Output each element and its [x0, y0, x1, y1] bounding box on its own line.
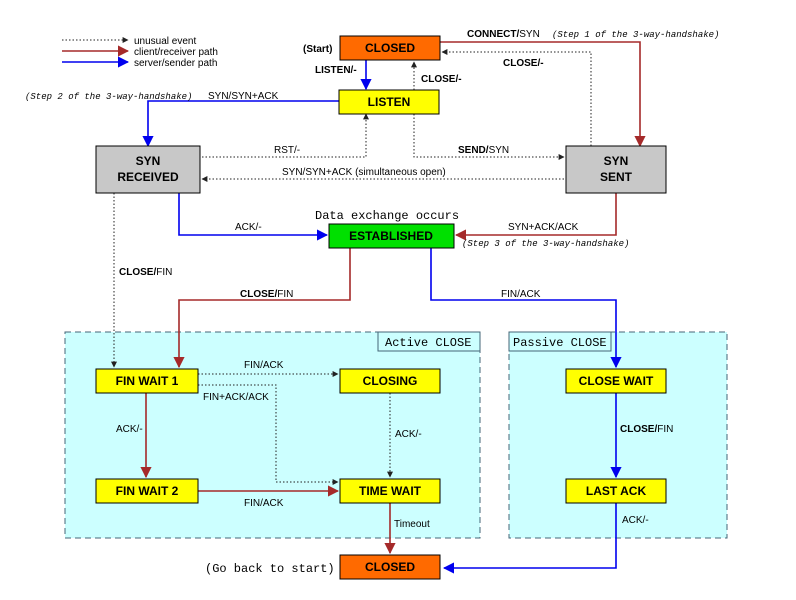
label-step3: (Step 3 of the 3-way-handshake) — [462, 239, 629, 249]
label-ack-lastack: ACK/- — [622, 515, 649, 526]
passive-close-label-box — [508, 331, 612, 352]
state-closing-label: CLOSING — [363, 374, 418, 388]
arrow-synrcvd-to-established — [178, 193, 329, 241]
state-last-ack-label: LAST ACK — [586, 484, 647, 498]
state-closed-top-label: CLOSED — [365, 41, 415, 55]
state-closed-bottom — [339, 554, 441, 580]
state-fin-wait-2 — [95, 478, 199, 504]
label-rst: RST/- — [274, 145, 300, 156]
state-established-label: ESTABLISHED — [349, 229, 433, 243]
label-ack-finwait2: ACK/- — [116, 424, 143, 435]
label-close-listen: CLOSE/- — [421, 74, 462, 85]
label-fin-ack-closing: FIN/ACK — [244, 360, 284, 371]
state-fin-wait-1-label: FIN WAIT 1 — [116, 374, 179, 388]
passive-close-label: Passive CLOSE — [513, 336, 607, 350]
active-close-label: Active CLOSE — [385, 336, 471, 350]
label-connect: CONNECT/SYN — [467, 29, 540, 40]
label-listen-event: LISTEN/- — [315, 65, 357, 76]
legend-server-text: server/sender path — [134, 58, 217, 69]
state-time-wait — [339, 478, 441, 504]
state-listen — [338, 89, 440, 115]
arrow-listen-to-synsent — [413, 114, 565, 160]
label-ack-established: ACK/- — [235, 222, 262, 233]
state-listen-label: LISTEN — [368, 95, 411, 109]
state-time-wait-label: TIME WAIT — [359, 484, 422, 498]
state-fin-wait-2-label: FIN WAIT 2 — [116, 484, 179, 498]
label-send: SEND/SYN — [458, 145, 509, 156]
state-close-wait — [565, 368, 667, 394]
label-synack-ack: SYN+ACK/ACK — [508, 222, 579, 233]
arrow-synsent-to-established — [454, 193, 617, 241]
label-close-fin-closewait: CLOSE/FIN — [620, 424, 673, 435]
state-syn-received — [95, 145, 201, 194]
state-fin-wait-1 — [95, 368, 199, 394]
arrow-finwait1-to-timewait — [198, 384, 339, 485]
label-go-back: (Go back to start) — [205, 562, 335, 576]
state-closed-top — [339, 35, 441, 61]
arrow-synsent-to-closed — [441, 49, 592, 146]
label-data-exchange: Data exchange occurs — [315, 209, 459, 223]
arrow-lastack-to-closed — [442, 503, 617, 574]
state-syn-received-label-2: RECEIVED — [117, 170, 179, 184]
label-fin-ack-finwait2: FIN/ACK — [244, 498, 284, 509]
active-close-label-box — [377, 331, 481, 352]
state-closing — [339, 368, 441, 394]
state-syn-sent-label-2: SENT — [600, 170, 633, 184]
state-syn-received-label-1: SYN — [136, 154, 161, 168]
active-close-zone — [64, 331, 481, 539]
label-simultaneous: SYN/SYN+ACK (simultaneous open) — [282, 167, 446, 178]
label-syn-synack: SYN/SYN+ACK — [208, 91, 279, 102]
label-step1: (Step 1 of the 3-way-handshake) — [552, 30, 719, 40]
arrow-listen-to-synrcvd — [142, 100, 339, 148]
label-fin-ack-established: FIN/ACK — [501, 289, 541, 300]
label-fin-ack-ack: FIN+ACK/ACK — [203, 392, 269, 403]
state-syn-sent — [565, 145, 667, 194]
label-timeout: Timeout — [394, 519, 430, 530]
passive-close-zone — [508, 331, 728, 539]
state-close-wait-label: CLOSE WAIT — [579, 374, 654, 388]
arrow-established-to-finwait1 — [173, 248, 351, 369]
arrow-closed-to-synsent — [440, 41, 646, 148]
arrow-established-to-closewait — [430, 248, 622, 369]
legend-unusual-text: unusual event — [134, 36, 196, 47]
label-close-fin-synrcvd: CLOSE/FIN — [119, 267, 172, 278]
state-syn-sent-label-1: SYN — [604, 154, 629, 168]
label-close-fin-established: CLOSE/FIN — [240, 289, 293, 300]
label-close-synsent: CLOSE/- — [503, 58, 544, 69]
state-closed-bottom-label: CLOSED — [365, 560, 415, 574]
arrow-synrcvd-to-listen — [202, 113, 369, 158]
label-step2: (Step 2 of the 3-way-handshake) — [25, 92, 192, 102]
state-established — [328, 223, 455, 249]
legend-client-text: client/receiver path — [134, 47, 218, 58]
label-start: (Start) — [303, 44, 332, 55]
label-ack-timewait: ACK/- — [395, 429, 422, 440]
state-last-ack — [565, 478, 667, 504]
